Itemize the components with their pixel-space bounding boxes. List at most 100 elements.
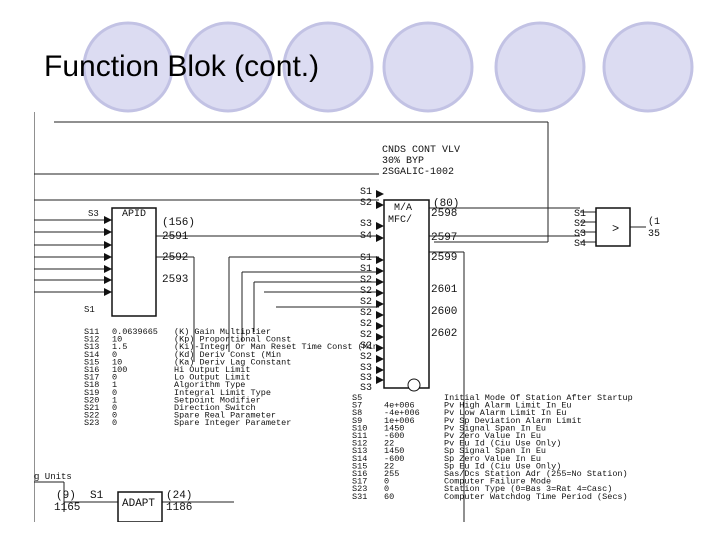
param-value: -4e+006 — [384, 408, 420, 418]
param-description: (Kd) Deriv Const (Min — [174, 350, 281, 360]
param-description: Setpoint Modifier — [174, 395, 261, 405]
param-value: 1e+006 — [384, 416, 415, 426]
param-value: 0 — [112, 350, 117, 360]
param-signal: S13 — [352, 446, 367, 456]
param-value: 0.0639665 — [112, 327, 158, 337]
param-value: 100 — [112, 365, 127, 375]
apid-input-arrows — [104, 216, 112, 296]
param-value: 4e+006 — [384, 401, 415, 411]
ma-output: 2602 — [431, 328, 457, 340]
ma-input: S1 — [360, 264, 372, 275]
ma-input: S3 — [360, 383, 372, 394]
param-value: -600 — [384, 454, 404, 464]
adapt-block — [117, 491, 163, 522]
param-signal: S12 — [352, 439, 367, 449]
param-signal: S19 — [84, 388, 99, 398]
ma-input: S3 — [360, 219, 372, 230]
adapt-in-signal: S1 — [90, 490, 104, 502]
ma-output: 2597 — [431, 232, 457, 244]
ma-input: S2 — [360, 330, 372, 341]
selector-symbol: > — [612, 222, 619, 236]
param-signal: S23 — [84, 418, 99, 428]
param-description: Computer Failure Mode — [444, 477, 551, 487]
ma-header: 30% BYP — [382, 156, 424, 167]
param-signal: S11 — [352, 431, 367, 441]
decor-circle — [182, 21, 274, 113]
param-signal: S5 — [352, 393, 362, 403]
ma-ref: (80) — [433, 198, 459, 210]
selector-output: (1 — [648, 216, 660, 228]
ma-input: S1 — [360, 253, 372, 264]
param-description: Sas/Dcs Station Adr (255=No Station) — [444, 469, 628, 479]
param-signal: S21 — [84, 403, 99, 413]
param-signal: S12 — [84, 335, 99, 345]
param-value: 1 — [112, 380, 117, 390]
param-value: 0 — [112, 388, 117, 398]
ma-input: S2 — [360, 275, 372, 286]
ma-input: S2 — [360, 319, 372, 330]
ma-input: S2 — [360, 286, 372, 297]
decor-circle — [494, 21, 586, 113]
apid-input-first: S3 — [88, 209, 99, 219]
selector-input: S4 — [574, 239, 586, 250]
param-description: Sp Eu Id (Ciu Use Only) — [444, 461, 561, 471]
ma-input: S4 — [360, 231, 372, 242]
decor-circle — [602, 21, 694, 113]
adapt-in-ref: (9) — [56, 490, 76, 502]
param-value: 0 — [112, 411, 117, 421]
param-description: Algorithm Type — [174, 380, 245, 390]
param-value: 10 — [112, 357, 122, 367]
param-value: 60 — [384, 492, 394, 502]
slide-title: Function Blok (cont.) — [44, 50, 320, 83]
adapt-left-label: g Units — [34, 472, 72, 482]
param-description: (Ki)-Integr Or Man Reset Time Const (Min — [174, 342, 378, 352]
ma-output: 2598 — [431, 208, 457, 220]
ma-label: MFC/ — [388, 214, 412, 226]
ma-input: S2 — [360, 308, 372, 319]
param-signal: S11 — [84, 327, 99, 337]
selector-input: S3 — [574, 229, 586, 240]
apid-output: 2592 — [162, 252, 188, 264]
selector-output: 35 — [648, 229, 660, 240]
param-value: 22 — [384, 461, 394, 471]
param-value: 0 — [112, 373, 117, 383]
param-description: Computer Watchdog Time Period (Secs) — [444, 492, 628, 502]
ma-block — [383, 199, 430, 389]
param-signal: S8 — [352, 408, 362, 418]
param-signal: S23 — [352, 484, 367, 494]
param-description: Pv High Alarm Limit In Eu — [444, 401, 572, 411]
param-signal: S7 — [352, 401, 362, 411]
ma-input: S3 — [360, 373, 372, 384]
selector-input: S2 — [574, 219, 586, 230]
param-signal: S16 — [352, 469, 367, 479]
ma-input: S2 — [360, 352, 372, 363]
param-value: 1 — [112, 395, 117, 405]
param-signal: S13 — [84, 342, 99, 352]
apid-output: 2593 — [162, 274, 188, 286]
adapt-out-ref: (24) — [166, 490, 192, 502]
param-description: Spare Real Parameter — [174, 411, 276, 421]
ma-input: S3 — [360, 363, 372, 374]
ma-input: S2 — [360, 297, 372, 308]
param-value: 0 — [112, 403, 117, 413]
param-value: 1.5 — [112, 342, 127, 352]
logic-diagram: APID S3 S1 (156) 2591 2592 2593 CNDS CON… — [34, 112, 660, 522]
param-description: (K) Gain Multiplier — [174, 327, 271, 337]
adapt-out-num: 1186 — [166, 502, 192, 514]
apid-output: 2591 — [162, 231, 189, 243]
ma-input-labels: S3 S4 S1 S1 S2 S2 S2 S2 S2 S2 S2 S2 S3 S… — [360, 219, 372, 394]
param-value: 0 — [384, 477, 389, 487]
param-signal: S17 — [84, 373, 99, 383]
ma-input-arrows — [376, 190, 384, 384]
param-description: Lo Output Limit — [174, 373, 251, 383]
adapt-in-num: 1165 — [54, 502, 80, 514]
apid-name: APID — [122, 209, 146, 220]
decor-circle — [382, 21, 474, 113]
param-signal: S17 — [352, 477, 367, 487]
param-signal: S14 — [84, 350, 99, 360]
param-signal: S15 — [352, 461, 367, 471]
